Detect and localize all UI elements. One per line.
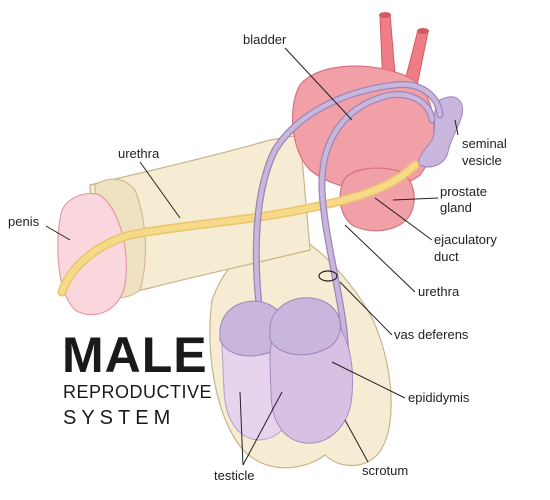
urethra-tube-inner [59, 162, 418, 295]
label-ejaculatory-line1: ejaculatory [434, 232, 497, 247]
leader-testicle-a [239, 391, 244, 466]
label-bladder: bladder [243, 32, 287, 47]
leader-ejaculatory [374, 197, 433, 241]
label-seminal-vesicle-line1: seminal [462, 136, 507, 151]
leader-prostate [392, 197, 439, 201]
leader-urethra-top [139, 161, 181, 219]
leader-scrotum [344, 419, 369, 463]
label-testicle: testicle [214, 468, 254, 483]
leader-vas-deferens [339, 281, 393, 336]
vas-deferens-right-inner [319, 92, 435, 373]
leader-bladder [284, 47, 353, 121]
epididymis-right [269, 297, 341, 356]
label-scrotum: scrotum [362, 463, 408, 478]
seminal-vesicle-shape [418, 96, 464, 168]
leader-penis [45, 225, 71, 241]
leader-seminal-vesicle [454, 119, 459, 136]
label-prostate-line2: gland [440, 200, 472, 215]
label-ejaculatory-line2: duct [434, 249, 459, 264]
vessel-right-opening [417, 28, 429, 34]
leader-testicle-b [242, 391, 283, 466]
label-seminal-vesicle-line2: vesicle [462, 153, 502, 168]
title-system: SYSTEM [63, 407, 175, 429]
title-male: MALE [62, 327, 208, 383]
label-prostate-line1: prostate [440, 184, 487, 199]
label-vas-deferens: vas deferens [394, 327, 469, 342]
label-epididymis: epididymis [408, 390, 470, 405]
title-reproductive: REPRODUCTIVE [63, 382, 212, 402]
vessel-left-opening [379, 12, 391, 18]
label-urethra-bottom: urethra [418, 284, 460, 299]
leader-epididymis [331, 361, 406, 399]
leader-urethra-bottom [344, 224, 416, 293]
vas-deferens-ring [318, 270, 338, 282]
label-urethra-top: urethra [118, 146, 160, 161]
label-penis: penis [8, 214, 40, 229]
vas-deferens-left-inner [254, 82, 443, 333]
